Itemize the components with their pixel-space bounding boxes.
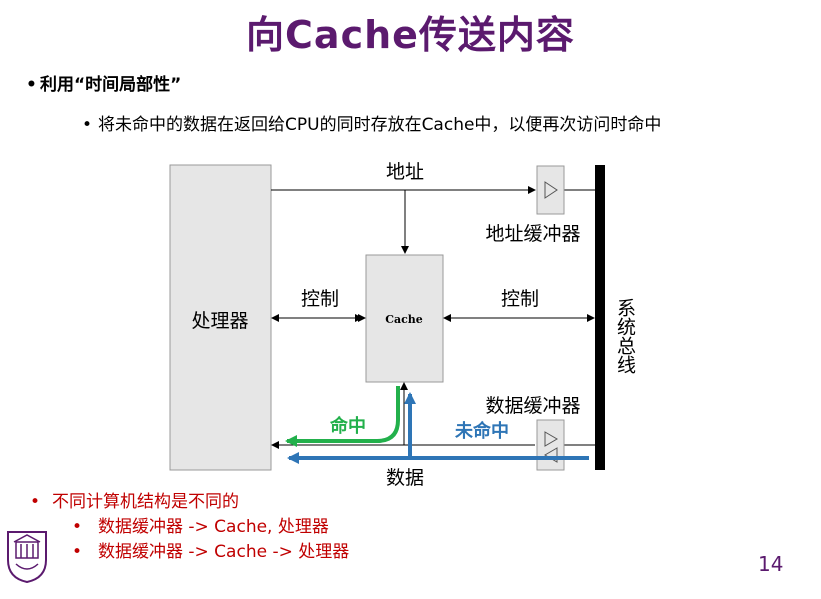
control-left-label: 控制	[301, 288, 339, 310]
bullet-dot: •	[26, 75, 37, 95]
note-text: 数据缓冲器 -> Cache -> 处理器	[98, 542, 350, 562]
buffer-triangle-icon	[544, 181, 558, 199]
note-sub-2: • 数据缓冲器 -> Cache -> 处理器	[30, 540, 349, 565]
system-bus-label: 系统总线	[614, 298, 636, 374]
hit-label: 命中	[330, 415, 366, 437]
page-number: 14	[758, 552, 784, 576]
bullet-time-locality: •利用“时间局部性”	[26, 70, 181, 95]
note-sub-1: • 数据缓冲器 -> Cache, 处理器	[30, 515, 349, 540]
sub-bullet-store-miss: •将未命中的数据在返回给CPU的同时存放在Cache中，以便再次访问时命中	[82, 110, 661, 135]
cache-label: Cache	[385, 313, 423, 326]
bullet-dot: •	[72, 517, 83, 537]
bullet-text: 将未命中的数据在返回给CPU的同时存放在Cache中，以便再次访问时命中	[98, 115, 662, 135]
system-bus	[595, 165, 605, 470]
address-label: 地址	[386, 161, 424, 183]
bullet-dot: •	[72, 542, 83, 562]
processor-box	[169, 164, 272, 471]
buffer-right-triangle-icon	[544, 431, 558, 447]
note-main: • 不同计算机结构是不同的	[30, 490, 349, 515]
bullet-text: 利用“时间局部性”	[40, 75, 182, 95]
data-label: 数据	[386, 467, 424, 489]
note-text: 不同计算机结构是不同的	[52, 492, 239, 512]
data-buffer-label: 数据缓冲器	[485, 395, 580, 417]
cache-box	[365, 254, 444, 383]
address-buffer-box	[536, 165, 565, 215]
address-buffer-label: 地址缓冲器	[485, 223, 580, 245]
slide-title: 向Cache传送内容	[246, 13, 575, 57]
university-seal-icon	[7, 531, 47, 584]
miss-label: 未命中	[455, 420, 509, 442]
control-right-label: 控制	[501, 288, 539, 310]
processor-label: 处理器	[191, 310, 248, 332]
bullet-dot: •	[30, 492, 41, 512]
notes-block: • 不同计算机结构是不同的 • 数据缓冲器 -> Cache, 处理器 • 数据缓冲器…	[30, 490, 349, 565]
hit-path	[285, 386, 400, 447]
data-buffer-box	[536, 419, 565, 471]
bullet-dot: •	[82, 115, 93, 135]
note-text: 数据缓冲器 -> Cache, 处理器	[98, 517, 329, 537]
